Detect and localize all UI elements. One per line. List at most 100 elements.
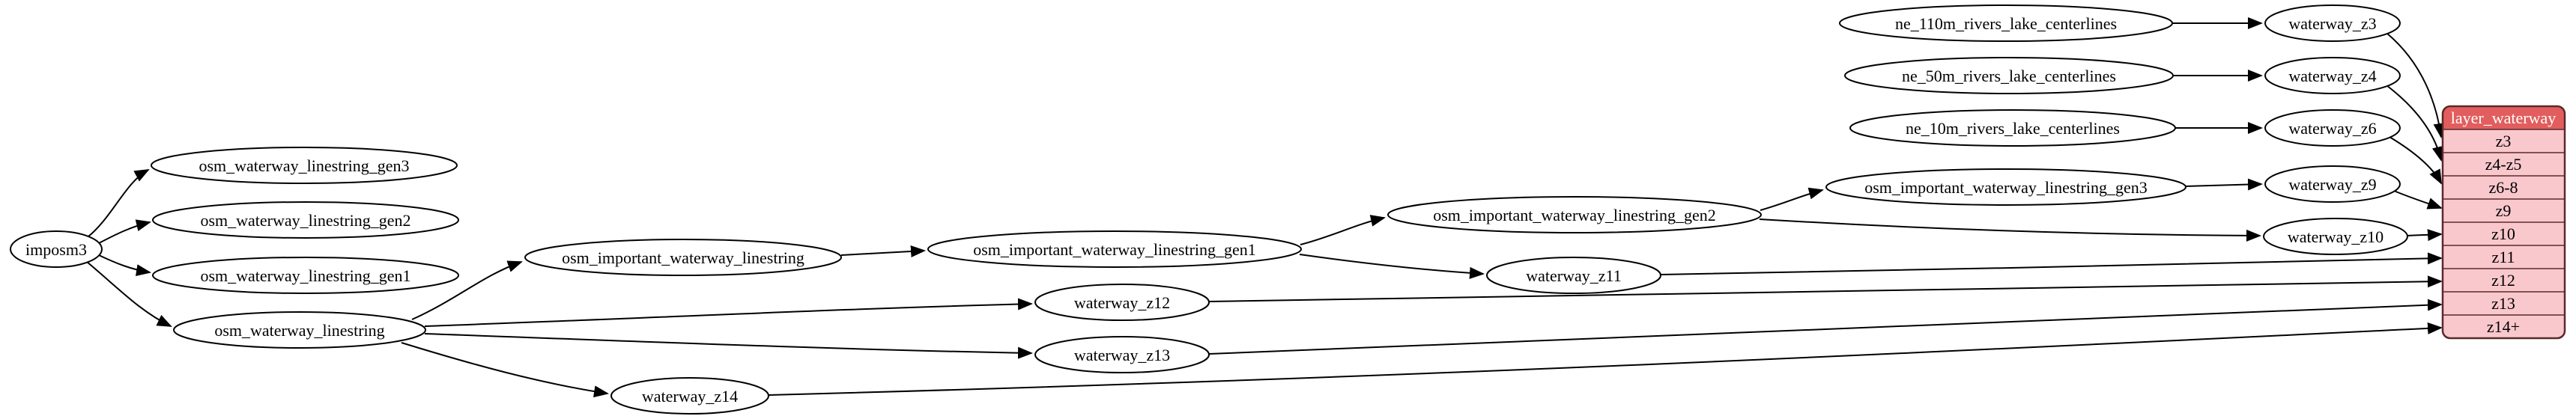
node-osm_waterway_linestring_gen1: osm_waterway_linestring_gen1 <box>152 257 459 294</box>
node-osm_important_waterway_linestring_gen3: osm_important_waterway_linestring_gen3 <box>1825 168 2186 206</box>
table-layer_waterway: layer_waterway z3 z4-z5 z6-8 z9 z10 z11 … <box>2441 105 2566 340</box>
table-row-z9-label: z9 <box>2496 201 2512 220</box>
node-osm_important_waterway_linestring_gen2: osm_important_waterway_linestring_gen2 <box>1387 196 1762 233</box>
table-row-z10-label: z10 <box>2491 224 2515 243</box>
node-imposm3-label: imposm3 <box>25 240 87 259</box>
node-osm_important_waterway_linestring: osm_important_waterway_linestring <box>524 239 842 276</box>
node-ne_10m_rivers_lake_centerlines-shape <box>1849 109 2176 147</box>
node-waterway_z14-shape <box>610 377 769 415</box>
node-osm_important_waterway_linestring_gen1: osm_important_waterway_linestring_gen1 <box>927 230 1302 268</box>
node-waterway_z3-label: waterway_z3 <box>2288 14 2376 33</box>
table-row-z12-cell <box>2443 269 2565 292</box>
table-row-z14plus-label: z14+ <box>2487 317 2520 336</box>
edge-waterway_z9-to-table-z9 <box>2393 190 2443 210</box>
node-ne_110m_rivers_lake_centerlines-shape <box>1839 4 2173 42</box>
edge-osm_waterway_linestring-to-waterway_z12 <box>424 298 1033 327</box>
node-osm_important_waterway_linestring-shape <box>524 239 842 276</box>
node-ne_110m_rivers_lake_centerlines-label: ne_110m_rivers_lake_centerlines <box>1895 14 2117 33</box>
node-osm_waterway_linestring_gen2: osm_waterway_linestring_gen2 <box>152 201 459 239</box>
table-header-cell <box>2443 106 2565 129</box>
edge-waterway_z11-to-table-z11 <box>1660 252 2443 275</box>
node-waterway_z10-shape <box>2263 218 2408 255</box>
node-waterway_z6: waterway_z6 <box>2264 109 2401 147</box>
node-waterway_z11-shape <box>1486 257 1661 294</box>
table-row-z6-8-label: z6-8 <box>2488 178 2518 197</box>
table-row-z3-label: z3 <box>2496 132 2512 150</box>
node-osm_important_waterway_linestring_gen1-shape <box>927 230 1302 268</box>
node-osm_important_waterway_linestring_gen2-shape <box>1387 196 1762 233</box>
edge-waterway_z3-to-table-z3 <box>2386 32 2446 138</box>
node-osm_waterway_linestring_gen1-shape <box>152 257 459 294</box>
table-row-z6-8-cell <box>2443 176 2565 199</box>
node-ne_50m_rivers_lake_centerlines: ne_50m_rivers_lake_centerlines <box>1844 57 2174 94</box>
node-ne_110m_rivers_lake_centerlines: ne_110m_rivers_lake_centerlines <box>1839 4 2173 42</box>
table-row-z11-cell <box>2443 245 2565 269</box>
node-waterway_z11-label: waterway_z11 <box>1526 266 1621 285</box>
node-imposm3: imposm3 <box>10 230 103 268</box>
node-osm_waterway_linestring_gen3-shape <box>151 147 458 184</box>
node-osm_waterway_linestring_gen3-label: osm_waterway_linestring_gen3 <box>198 156 409 175</box>
node-waterway_z6-label: waterway_z6 <box>2288 119 2376 138</box>
node-waterway_z3-shape <box>2264 4 2401 42</box>
edges <box>86 17 2446 398</box>
node-ne_10m_rivers_lake_centerlines-label: ne_10m_rivers_lake_centerlines <box>1906 119 2120 138</box>
node-osm_waterway_linestring_gen2-label: osm_waterway_linestring_gen2 <box>200 211 410 230</box>
edge-waterway_z12-to-table-z12 <box>1208 275 2443 302</box>
edge-osm_waterway_linestring-to-waterway_z13 <box>424 333 1033 359</box>
node-osm_important_waterway_linestring_gen2-label: osm_important_waterway_linestring_gen2 <box>1433 206 1716 224</box>
node-osm_waterway_linestring_gen3: osm_waterway_linestring_gen3 <box>151 147 458 184</box>
edge-osm_waterway_linestring-to-waterway_z14 <box>401 342 609 398</box>
node-osm_important_waterway_linestring_gen1-label: osm_important_waterway_linestring_gen1 <box>973 240 1256 259</box>
node-waterway_z10: waterway_z10 <box>2263 218 2408 255</box>
table-row-z10-cell <box>2443 222 2565 245</box>
node-waterway_z4-label: waterway_z4 <box>2288 67 2376 85</box>
node-waterway_z9-shape <box>2264 165 2401 203</box>
edge-waterway_z10-to-table-z10 <box>2407 229 2443 242</box>
table-row-z13-label: z13 <box>2491 294 2515 313</box>
node-waterway_z4-shape <box>2264 57 2401 94</box>
node-osm_waterway_linestring_gen2-shape <box>152 201 459 239</box>
node-waterway_z6-shape <box>2264 109 2401 147</box>
node-waterway_z14-label: waterway_z14 <box>642 387 738 406</box>
table-row-z14plus-cell <box>2443 315 2565 338</box>
node-ne_50m_rivers_lake_centerlines-label: ne_50m_rivers_lake_centerlines <box>1902 67 2116 85</box>
node-waterway_z12: waterway_z12 <box>1034 284 1210 321</box>
node-waterway_z9: waterway_z9 <box>2264 165 2401 203</box>
table-row-z13-cell <box>2443 292 2565 315</box>
node-waterway_z13: waterway_z13 <box>1034 336 1210 373</box>
node-osm_waterway_linestring-shape <box>173 311 426 349</box>
table-row-z3-cell <box>2443 129 2565 153</box>
table-row-z4-z5-cell <box>2443 153 2565 176</box>
node-osm_important_waterway_linestring_gen3-label: osm_important_waterway_linestring_gen3 <box>1864 178 2148 197</box>
edge-important_gen2-to-waterway_z10 <box>1759 218 2261 242</box>
edge-important_gen3-to-waterway_z9 <box>2184 178 2263 191</box>
node-waterway_z11: waterway_z11 <box>1486 257 1661 294</box>
edge-imposm3-to-osm_waterway_linestring_gen1 <box>98 254 151 277</box>
table-row-z9-cell <box>2443 199 2565 222</box>
edge-imposm3-to-osm_waterway_linestring_gen3 <box>88 169 150 237</box>
node-waterway_z9-label: waterway_z9 <box>2288 175 2376 194</box>
node-osm_waterway_linestring: osm_waterway_linestring <box>173 311 426 349</box>
node-osm_important_waterway_linestring_gen3-shape <box>1825 168 2186 206</box>
edge-imposm3-to-osm_waterway_linestring_gen2 <box>98 219 151 244</box>
edge-important_gen1-to-waterway_z11 <box>1299 254 1485 279</box>
node-osm_important_waterway_linestring-label: osm_important_waterway_linestring <box>562 248 804 267</box>
table-border <box>2441 105 2566 340</box>
node-osm_waterway_linestring_gen1-label: osm_waterway_linestring_gen1 <box>200 266 410 285</box>
edge-waterway_z14-to-table-z14plus <box>768 322 2443 396</box>
node-osm_waterway_linestring-label: osm_waterway_linestring <box>214 321 384 340</box>
node-waterway_z12-label: waterway_z12 <box>1074 293 1170 312</box>
edge-waterway_z13-to-table-z13 <box>1208 299 2443 355</box>
table-row-z4-z5-label: z4-z5 <box>2485 155 2522 174</box>
edge-osm_waterway_linestring-to-osm_important_waterway_linestring <box>411 260 523 320</box>
edge-important-to-important_gen1 <box>840 245 926 257</box>
node-waterway_z4: waterway_z4 <box>2264 57 2401 94</box>
edge-important_gen2-to-important_gen3 <box>1760 187 1824 211</box>
table-title: layer_waterway <box>2451 108 2556 127</box>
node-waterway_z13-label: waterway_z13 <box>1074 346 1170 364</box>
node-waterway_z12-shape <box>1034 284 1210 321</box>
node-waterway_z10-label: waterway_z10 <box>2288 227 2383 246</box>
edge-waterway_z6-to-table-z6-8 <box>2389 136 2442 185</box>
node-waterway_z14: waterway_z14 <box>610 377 769 415</box>
